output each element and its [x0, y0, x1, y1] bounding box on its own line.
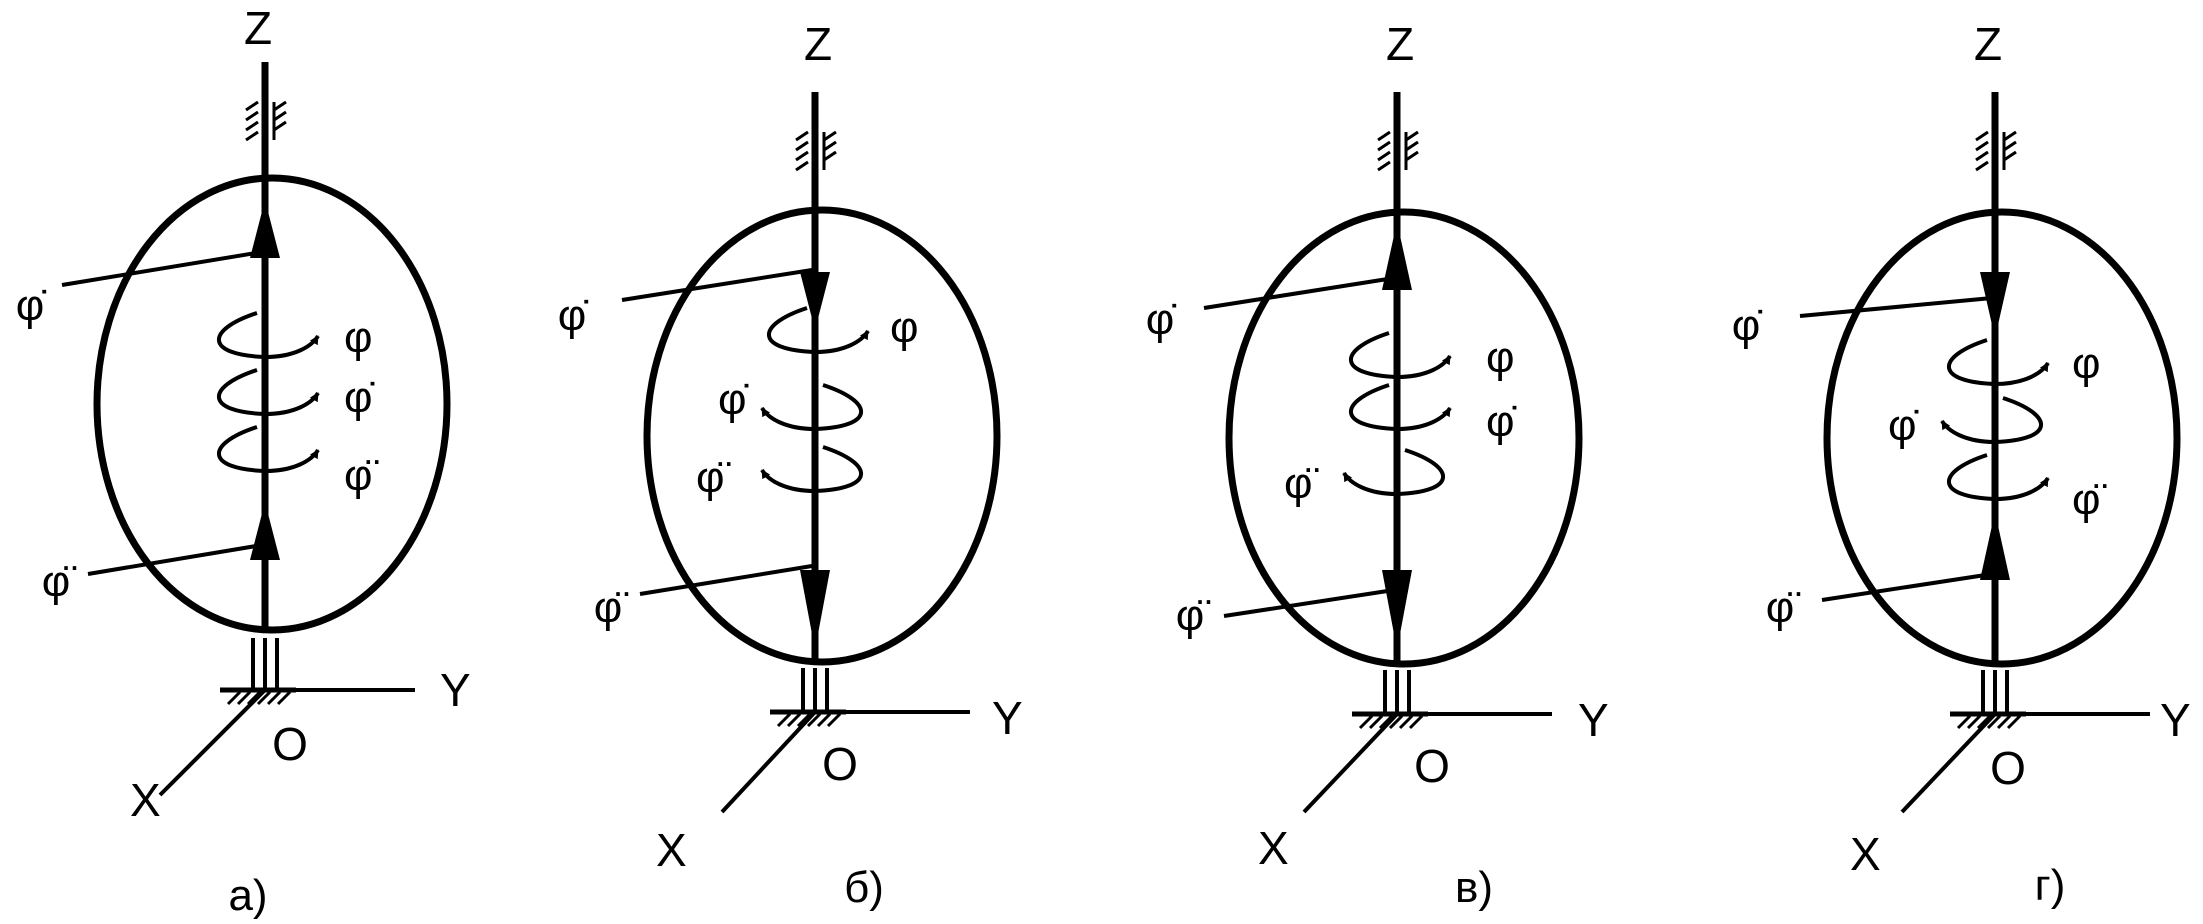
x-axis-label: X: [1258, 822, 1289, 874]
spin-label-angle: φ: [2072, 339, 2101, 388]
angular-acceleration-label: φ̈: [1176, 591, 1211, 640]
spin-arrows: [217, 311, 320, 474]
spin-arrows: [760, 306, 870, 494]
bottom-bearing: [1383, 670, 1411, 714]
origin-label: O: [1990, 742, 2026, 794]
body-ellipse: [1823, 208, 2181, 668]
leader-lines: [61, 250, 263, 576]
spin-label-angle: φ: [344, 313, 373, 362]
bottom-bearing: [801, 668, 829, 712]
bottom-bearing: [251, 638, 279, 690]
x-axis-label: X: [1850, 828, 1881, 880]
angular-acceleration-arrow: [800, 570, 830, 650]
spin-label-angle: φ: [1486, 333, 1515, 382]
angular-velocity-label: φ̇: [16, 281, 47, 330]
spin-label-acceleration: φ̈: [344, 451, 379, 500]
spin-label-velocity: φ̇: [344, 373, 375, 422]
spin-label-angle: φ: [890, 303, 919, 352]
spin-label-velocity: φ̇: [1486, 397, 1517, 446]
leader-lines: [1799, 296, 1993, 602]
leader-lines: [1203, 276, 1395, 618]
panel-a: [61, 62, 451, 797]
x-axis: [158, 688, 267, 797]
panel-caption: а): [228, 871, 267, 920]
panel-v: [1203, 92, 1583, 814]
spin-label-acceleration: φ̈: [2072, 475, 2107, 524]
spin-arrows: [1940, 338, 2050, 502]
z-axis-label: Z: [804, 18, 832, 70]
angular-velocity-arrow: [800, 272, 830, 330]
panel-caption: б): [844, 863, 884, 912]
x-axis: [1302, 712, 1399, 814]
spin-label-acceleration: φ̈: [696, 453, 731, 502]
angular-acceleration-arrow: [1382, 570, 1412, 650]
body-ellipse: [643, 206, 1001, 666]
spin-label-velocity: φ̇: [718, 375, 749, 424]
z-axis-label: Z: [1974, 18, 2002, 70]
top-bearing: [1377, 130, 1419, 172]
origin-label: O: [822, 738, 858, 790]
x-axis: [1900, 712, 1997, 814]
angular-acceleration-label: φ̈: [42, 557, 77, 606]
body-ellipse: [1225, 208, 1583, 668]
angular-acceleration-label: φ̈: [594, 583, 629, 632]
panel-caption: г): [2035, 861, 2066, 910]
y-axis-label: Y: [992, 692, 1023, 744]
spin-arrows: [1342, 331, 1452, 497]
spin-label-acceleration: φ̈: [1284, 459, 1319, 508]
top-bearing: [1975, 130, 2017, 172]
y-axis-label: Y: [440, 664, 471, 716]
top-bearing: [795, 130, 837, 172]
z-axis-label: Z: [1386, 18, 1414, 70]
angular-acceleration-label: φ̈: [1766, 583, 1801, 632]
z-axis-label: Z: [244, 2, 272, 54]
top-bearing: [245, 100, 287, 142]
angular-velocity-label: φ̇: [1146, 295, 1177, 344]
bottom-bearing: [1981, 670, 2009, 714]
angular-acceleration-arrow: [250, 502, 280, 560]
y-axis-label: Y: [1578, 694, 1609, 746]
angular-velocity-label: φ̇: [1732, 301, 1763, 350]
angular-velocity-arrow: [250, 200, 280, 258]
panel-g: [1799, 92, 2181, 814]
angular-velocity-arrow: [1382, 222, 1412, 290]
leader-lines: [621, 268, 813, 596]
y-axis-label: Y: [2160, 694, 2191, 746]
x-axis: [720, 710, 817, 814]
x-axis-label: X: [656, 824, 687, 876]
origin-label: O: [272, 718, 308, 770]
body-ellipse: [93, 174, 451, 634]
panel-caption: в): [1455, 863, 1493, 912]
panel-b: [621, 92, 1001, 814]
angular-velocity-label: φ̇: [558, 291, 589, 340]
angular-velocity-arrow: [1980, 272, 2010, 338]
spin-label-velocity: φ̇: [1888, 401, 1919, 450]
origin-label: O: [1414, 740, 1450, 792]
angular-acceleration-arrow: [1980, 512, 2010, 580]
x-axis-label: X: [130, 774, 161, 826]
